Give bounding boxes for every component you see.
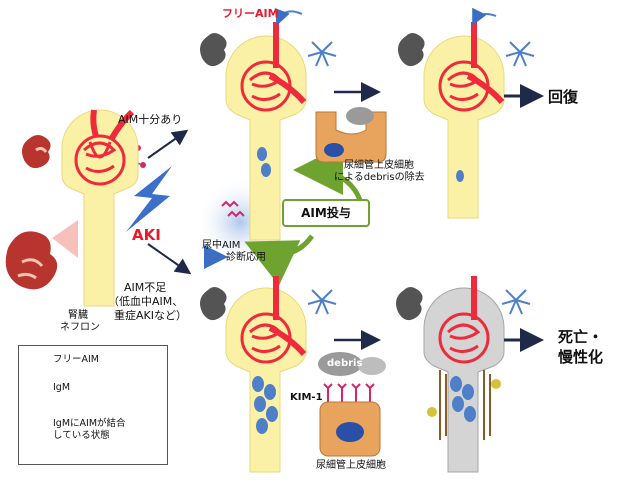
kidney-bottom-right-icon <box>396 287 423 321</box>
free-aim-arrow-top-mid <box>274 7 303 26</box>
igm-bottom-mid-icon <box>307 289 337 315</box>
legend: フリーAIM IgM IgMにAIMが結合 している状態 <box>18 345 168 465</box>
legend-free-aim-label: フリーAIM <box>53 354 99 365</box>
debris-label: debris <box>327 358 363 369</box>
debris-cloud <box>318 352 386 376</box>
aim-insufficient-detail-1: （低血中AIM、 <box>108 295 184 308</box>
kidney-bottom-mid-icon <box>200 287 227 321</box>
aim-insufficient-label: AIM不足 <box>124 281 167 294</box>
legend-complex-label-1: IgMにAIMが結合 <box>53 418 126 429</box>
death-label-1: 死亡・ <box>558 328 604 346</box>
aim-administration-box: AIM投与 <box>282 199 370 227</box>
kidney-top-right-icon <box>398 33 425 67</box>
nephron-top-right <box>423 22 505 219</box>
aki-label: AKI <box>132 226 161 244</box>
kidney-top-mid-icon <box>200 33 227 67</box>
igm-complex-top-mid-icon <box>307 41 337 67</box>
tubular-cell-label: 尿細管上皮細胞 <box>316 460 386 471</box>
aim-admin-arrow-down <box>244 234 315 286</box>
tubular-cell-kim1 <box>319 383 381 457</box>
igm-bottom-right-icon <box>501 289 531 315</box>
urinary-aim-label: 尿中AIM <box>202 240 241 251</box>
diagnosis-label: 診断応用 <box>226 252 266 263</box>
debris-removal-label-1: 尿細管上皮細胞 <box>344 160 414 171</box>
nephron-left <box>61 109 139 307</box>
aim-admin-arrow-up <box>293 145 363 202</box>
free-aim-arrow-top-right <box>472 7 497 26</box>
kidney-small-icon <box>22 135 51 169</box>
aim-sufficient-label: AIM十分あり <box>118 113 183 126</box>
branch-arrow-up <box>147 129 189 159</box>
free-aim-label: フリーAIM <box>222 7 279 20</box>
debris-removal-label-2: によるdebrisの除去 <box>334 172 425 183</box>
recovery-label: 回復 <box>548 88 579 106</box>
kim1-label: KIM-1 <box>290 392 323 403</box>
tubular-cell-debris-removal <box>315 107 387 163</box>
kidney-large-icon <box>5 220 78 290</box>
legend-complex-label-2: している状態 <box>53 430 110 441</box>
branch-arrow-down <box>147 243 192 275</box>
igm-complex-top-right-icon <box>505 41 535 67</box>
urinary-aim-icon <box>221 200 245 218</box>
death-label-2: 慢性化 <box>558 348 604 366</box>
nephron-top-mid <box>225 22 307 241</box>
legend-igm-label: IgM <box>53 382 71 393</box>
nephron-bottom-mid <box>225 276 307 473</box>
nephron-bottom-right-damaged <box>423 276 505 473</box>
aki-lightning-icon <box>126 166 172 232</box>
aim-insufficient-detail-2: 重症AKIなど） <box>114 309 187 322</box>
nephron-label: ネフロン <box>60 322 100 333</box>
kidney-label: 腎臓 <box>68 310 88 321</box>
